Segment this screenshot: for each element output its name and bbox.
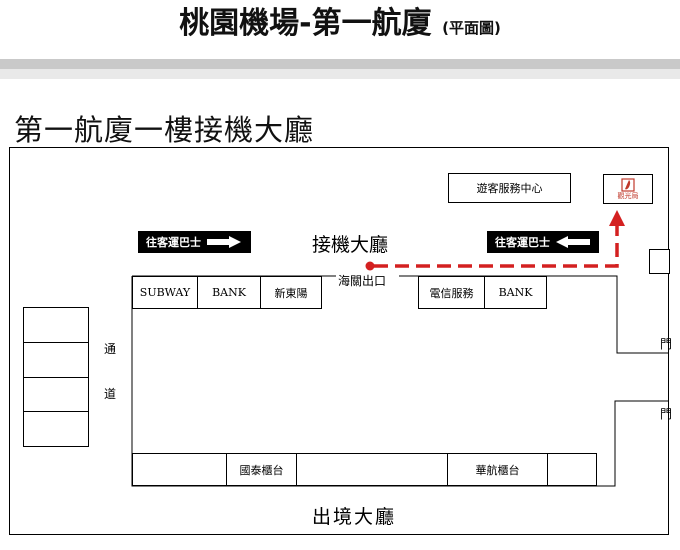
shop-bank-left-label: BANK (212, 286, 246, 299)
right-wall-box (649, 249, 670, 274)
shop-telecom-label: 電信服務 (429, 286, 474, 300)
counter-blank-3 (547, 453, 597, 486)
bus-sign-left-label: 往客運巴士 (146, 236, 201, 249)
counter-blank-1 (132, 453, 227, 486)
counter-china-airlines: 華航櫃台 (447, 453, 548, 486)
shop-subway: SUBWAY (132, 276, 198, 309)
tourism-bureau-logo: 觀光局 (603, 174, 653, 204)
counter-blank-2 (296, 453, 448, 486)
arrival-hall-label: 接機大廳 (312, 234, 389, 256)
shop-bank-right-label: BANK (498, 286, 533, 299)
visitor-center-box: 遊客服務中心 (448, 173, 571, 203)
passage-label-2: 道 (104, 387, 117, 401)
arrow-left-icon (556, 236, 590, 248)
passage-box-4 (23, 411, 89, 447)
shop-bank-left: BANK (197, 276, 261, 309)
counter-china-airlines-label: 華航櫃台 (475, 463, 520, 477)
start-point (365, 261, 375, 271)
door-upper-label: 門 (660, 337, 673, 351)
departure-hall-label: 出境大廳 (312, 506, 397, 528)
counter-cathay-label: 國泰櫃台 (239, 463, 284, 477)
passage-label-1: 通 (104, 342, 117, 356)
route-arrow-head (609, 210, 625, 226)
page-title-text: 桃園機場-第一航廈 (179, 6, 432, 41)
floor-title: 第一航廈一樓接機大廳 (14, 113, 315, 147)
arrow-right-icon (207, 236, 241, 248)
visitor-center-label: 遊客服務中心 (476, 182, 543, 195)
shop-subway-label: SUBWAY (139, 286, 191, 299)
bus-sign-right-label: 往客運巴士 (495, 236, 550, 249)
bus-sign-right: 往客運巴士 (487, 231, 599, 253)
shop-telecom: 電信服務 (418, 276, 485, 309)
passage-box-2 (23, 342, 89, 378)
header-divider-dark (0, 59, 680, 69)
passage-box-1 (23, 307, 89, 343)
page-title: 桃園機場-第一航廈 (平面圖) (0, 4, 680, 48)
shop-xindongyang: 新東陽 (260, 276, 322, 309)
page-title-suffix: (平面圖) (442, 19, 501, 37)
counter-cathay: 國泰櫃台 (226, 453, 297, 486)
tourism-bureau-text: 觀光局 (617, 192, 639, 200)
door-lower-label: 門 (660, 407, 673, 421)
bus-sign-left: 往客運巴士 (138, 231, 251, 253)
shop-bank-right: BANK (484, 276, 547, 309)
customs-exit-label: 海關出口 (338, 274, 387, 288)
shop-xindongyang-label: 新東陽 (274, 286, 308, 300)
passage-box-3 (23, 377, 89, 412)
route-line (374, 225, 619, 268)
taiwan-logo-icon (621, 178, 635, 192)
header-divider-light (0, 69, 680, 79)
